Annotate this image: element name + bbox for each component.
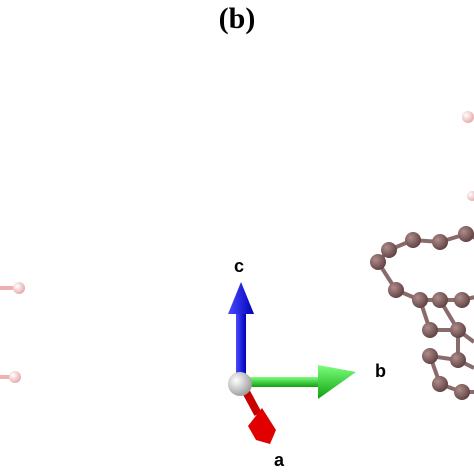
atom-dark [432,376,448,392]
atom-dark [388,282,404,298]
axis-a-label: a [274,450,285,470]
chain-atoms [370,226,474,400]
atom-dark [454,384,470,400]
atom-light [462,111,474,123]
atom-dark [458,226,474,242]
atom-dark [422,348,438,364]
axis-b-label: b [375,361,386,381]
left-fragment-bottom [0,371,21,383]
atom-dark [450,322,466,338]
panel-label: (b) [218,2,256,35]
atom-dark [370,254,386,270]
left-fragment-top [0,282,25,294]
axis-triad: c b a [228,256,386,470]
atom-dark [422,322,438,338]
chain-bonds [376,231,474,394]
atom-dark [381,242,397,258]
axis-c-label: c [234,256,244,276]
atom-light [13,282,25,294]
atom-light [9,371,21,383]
atom-dark [432,292,448,308]
atom-dark [454,292,470,308]
atom-dark [432,234,448,250]
atom-dark [450,352,466,368]
axis-c-arrow [228,282,254,378]
atom-dark [412,292,428,308]
axis-origin [228,372,252,396]
atom-dark [405,232,421,248]
axis-a-arrow [240,386,276,444]
axis-b-arrow [248,365,356,399]
atom-light [467,191,474,201]
